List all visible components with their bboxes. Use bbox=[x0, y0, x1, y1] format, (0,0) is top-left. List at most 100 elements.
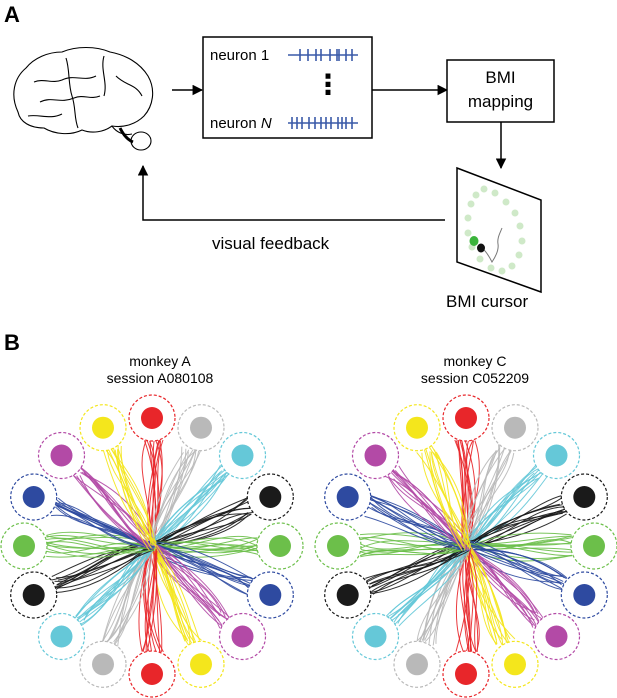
trajectory bbox=[397, 543, 472, 624]
target bbox=[491, 640, 539, 688]
trajectory bbox=[145, 545, 155, 652]
trajectory bbox=[462, 544, 474, 652]
target bbox=[0, 522, 48, 570]
target bbox=[256, 522, 304, 570]
monkey-a-title: monkey A session A080108 bbox=[60, 353, 260, 387]
trajectory bbox=[470, 476, 535, 543]
trajectory bbox=[430, 451, 471, 549]
trajectory bbox=[46, 538, 154, 552]
trajectory bbox=[468, 543, 507, 646]
trajectory bbox=[148, 446, 197, 547]
target bbox=[560, 473, 608, 521]
trajectory bbox=[144, 548, 161, 653]
trajectory bbox=[397, 549, 464, 617]
trajectory bbox=[151, 545, 252, 579]
trajectory bbox=[364, 515, 467, 552]
trajectory bbox=[464, 446, 507, 546]
trajectory bbox=[79, 475, 150, 550]
monkey-c-name: monkey C bbox=[443, 353, 507, 369]
target-dot bbox=[92, 653, 114, 676]
target-dot bbox=[406, 653, 428, 676]
neuron-n-label: neuron N bbox=[210, 115, 272, 132]
trajectory bbox=[424, 445, 468, 546]
ring-monkey-a bbox=[0, 394, 304, 698]
trajectories bbox=[359, 439, 573, 653]
target bbox=[324, 473, 372, 521]
trajectory bbox=[398, 547, 470, 627]
trajectory bbox=[470, 511, 567, 545]
target bbox=[177, 404, 225, 452]
trajectory bbox=[467, 545, 535, 621]
target-dot bbox=[50, 444, 73, 467]
target-dot bbox=[336, 486, 359, 508]
trajectory bbox=[466, 544, 478, 653]
trajectory bbox=[74, 464, 152, 546]
target bbox=[324, 571, 372, 619]
target bbox=[351, 612, 400, 661]
target-dot bbox=[504, 653, 526, 676]
trajectory bbox=[149, 541, 231, 621]
trajectory bbox=[359, 548, 466, 555]
trajectory bbox=[461, 549, 503, 640]
bmi-mapping-line1: BMI bbox=[485, 68, 516, 87]
trajectory bbox=[463, 548, 472, 652]
trajectory bbox=[469, 540, 562, 584]
trajectory bbox=[432, 451, 469, 548]
bmi-mapping-box bbox=[446, 59, 555, 123]
target bbox=[246, 571, 294, 619]
neurons-box bbox=[202, 36, 373, 139]
target bbox=[218, 431, 267, 480]
target-dot bbox=[259, 584, 282, 606]
target-dot bbox=[455, 407, 477, 429]
trajectory bbox=[360, 543, 471, 550]
trajectory bbox=[468, 477, 540, 543]
trajectory bbox=[470, 541, 564, 577]
trajectory bbox=[465, 472, 535, 544]
trajectory bbox=[416, 548, 471, 641]
target bbox=[10, 571, 58, 619]
trajectory bbox=[155, 544, 201, 641]
target bbox=[491, 404, 539, 452]
target-dot bbox=[583, 535, 605, 557]
trajectory bbox=[104, 448, 157, 543]
trajectory bbox=[457, 439, 464, 551]
trajectory bbox=[460, 446, 511, 546]
trajectory bbox=[150, 541, 220, 616]
panel-a-letter: A bbox=[4, 2, 20, 27]
trajectory bbox=[152, 547, 221, 629]
target-dot bbox=[573, 584, 596, 606]
target-dot bbox=[231, 444, 254, 467]
monkey-c-session: session C052209 bbox=[420, 370, 530, 386]
target-dot bbox=[190, 653, 212, 676]
trajectory bbox=[429, 451, 465, 548]
arrow-feedback bbox=[137, 164, 445, 221]
trajectory bbox=[147, 548, 157, 652]
target-dot bbox=[13, 535, 35, 557]
visual-feedback-label: visual feedback bbox=[212, 234, 330, 253]
target bbox=[246, 473, 294, 521]
trajectory bbox=[461, 510, 563, 545]
trajectory bbox=[155, 541, 254, 581]
monkey-c-title: monkey C session C052209 bbox=[375, 353, 575, 387]
target-dot bbox=[545, 625, 568, 648]
target bbox=[128, 650, 176, 698]
neuron-n-prefix: neuron bbox=[210, 115, 261, 132]
trajectory bbox=[360, 536, 469, 551]
target bbox=[442, 650, 490, 698]
trajectory bbox=[152, 544, 189, 642]
trajectory bbox=[149, 471, 231, 543]
target-dot bbox=[573, 486, 596, 508]
trajectory bbox=[364, 546, 464, 596]
trajectory bbox=[463, 532, 572, 549]
monkey-a-session: session A080108 bbox=[106, 370, 214, 386]
trajectory bbox=[51, 547, 150, 577]
trajectory bbox=[151, 540, 230, 621]
target-dot bbox=[327, 535, 349, 557]
trajectory bbox=[385, 463, 464, 547]
trajectory bbox=[117, 445, 152, 544]
trajectory bbox=[469, 544, 536, 615]
trajectory bbox=[156, 545, 226, 618]
target-dot bbox=[22, 584, 45, 606]
trajectory bbox=[467, 549, 563, 577]
